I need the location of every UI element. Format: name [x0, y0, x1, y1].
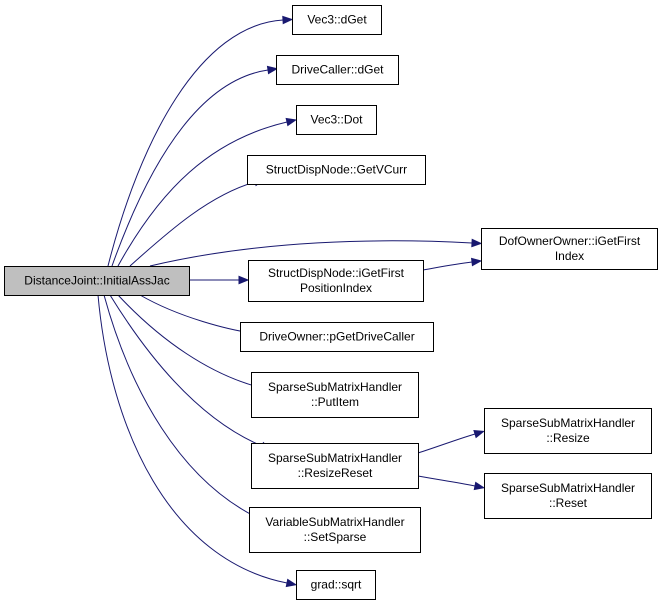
node-label: Vec3::dGet — [307, 13, 367, 27]
node-sparsesubmatrixhandler-resize[interactable]: SparseSubMatrixHandler::Resize — [484, 408, 652, 454]
node-label: ::SetSparse — [304, 530, 367, 544]
arrowhead-icon — [470, 257, 483, 267]
node-box — [247, 155, 426, 185]
node-root[interactable]: DistanceJoint::InitialAssJac — [4, 266, 190, 296]
edge-line — [117, 294, 263, 389]
node-box — [296, 105, 377, 135]
node-vec3-dget[interactable]: Vec3::dGet — [292, 5, 382, 35]
edge-root-to-vec3_dot — [117, 117, 298, 267]
edge-line — [422, 261, 473, 271]
edge-sparsesubmatrixhandler_resizereset-to-sparsesubmatrixhandler_reset — [417, 475, 486, 491]
node-driveowner-pgetdrivecaller[interactable]: DriveOwner::pGetDriveCaller — [240, 322, 434, 352]
node-box — [249, 507, 421, 553]
node-label: StructDispNode::iGetFirst — [268, 266, 405, 280]
call-nodes: DistanceJoint::InitialAssJac Vec3::dGetDr… — [4, 5, 658, 600]
node-label: StructDispNode::GetVCurr — [266, 163, 407, 177]
arrowhead-icon — [238, 275, 250, 285]
node-grad-sqrt[interactable]: grad::sqrt — [296, 570, 376, 600]
edge-root-to-drivecaller_dget — [111, 65, 279, 267]
node-label: ::Reset — [549, 496, 588, 510]
node-variablesubmatrixhandler-setsparse[interactable]: VariableSubMatrixHandler::SetSparse — [249, 507, 421, 553]
arrowhead-icon — [285, 578, 298, 588]
arrowhead-icon — [282, 15, 294, 25]
node-box — [248, 260, 424, 302]
edge-sparsesubmatrixhandler_resizereset-to-sparsesubmatrixhandler_resize — [417, 429, 485, 454]
node-label: Vec3::Dot — [310, 113, 363, 127]
node-box — [251, 443, 419, 489]
edge-line — [107, 19, 284, 267]
node-box — [296, 570, 376, 600]
node-box — [292, 5, 382, 35]
node-vec3-dot[interactable]: Vec3::Dot — [296, 105, 377, 135]
arrowhead-icon — [285, 117, 298, 127]
node-sparsesubmatrixhandler-resizereset[interactable]: SparseSubMatrixHandler::ResizeReset — [251, 443, 419, 489]
edge-root-to-sparsesubmatrixhandler_resizereset — [109, 294, 272, 451]
node-label: grad::sqrt — [311, 578, 362, 592]
edge-line — [111, 69, 269, 267]
node-label: DofOwnerOwner::iGetFirst — [499, 234, 641, 248]
node-box — [240, 322, 434, 352]
node-box — [276, 55, 399, 85]
edge-line — [109, 294, 263, 447]
node-label: SparseSubMatrixHandler — [501, 481, 635, 495]
edge-line — [103, 294, 259, 519]
edge-line — [417, 475, 476, 487]
edge-root-to-grad_sqrt — [97, 294, 298, 588]
node-label: SparseSubMatrixHandler — [268, 451, 402, 465]
arrowhead-icon — [473, 429, 485, 439]
node-label: ::ResizeReset — [298, 466, 373, 480]
node-sparsesubmatrixhandler-putitem[interactable]: SparseSubMatrixHandler::PutItem — [251, 372, 419, 418]
node-box — [484, 408, 652, 454]
node-drivecaller-dget[interactable]: DriveCaller::dGet — [276, 55, 399, 85]
node-label: ::PutItem — [311, 395, 359, 409]
node-label: SparseSubMatrixHandler — [501, 416, 635, 430]
node-label: DriveCaller::dGet — [291, 63, 384, 77]
node-box — [4, 266, 190, 296]
node-label: DistanceJoint::InitialAssJac — [24, 274, 169, 288]
edge-structdispnode_igetfirstpositionindex-to-dofownerowner_igetfirstindex — [422, 257, 483, 271]
arrowhead-icon — [266, 65, 279, 75]
node-label: ::Resize — [546, 431, 590, 445]
edge-line — [139, 294, 253, 334]
node-label: Index — [555, 249, 584, 263]
node-label: DriveOwner::pGetDriveCaller — [259, 330, 414, 344]
node-box — [481, 228, 658, 270]
node-box — [484, 473, 652, 519]
edge-root-to-dofownerowner_igetfirstindex — [149, 238, 483, 267]
edge-line — [129, 181, 256, 267]
arrowhead-icon — [471, 238, 483, 248]
node-label: SparseSubMatrixHandler — [268, 380, 402, 394]
node-label: VariableSubMatrixHandler — [265, 515, 404, 529]
node-structdispnode-getvcurr[interactable]: StructDispNode::GetVCurr — [247, 155, 426, 185]
node-sparsesubmatrixhandler-reset[interactable]: SparseSubMatrixHandler::Reset — [484, 473, 652, 519]
edge-line — [149, 240, 473, 267]
arrowhead-icon — [473, 481, 486, 491]
edge-line — [117, 121, 288, 267]
edge-root-to-structdispnode_getvcurr — [129, 177, 265, 267]
node-box — [251, 372, 419, 418]
node-label: PositionIndex — [300, 281, 372, 295]
edge-line — [417, 433, 476, 454]
edge-root-to-structdispnode_igetfirstpositionindex — [189, 275, 250, 285]
edge-line — [97, 294, 288, 584]
edge-root-to-vec3_dget — [107, 15, 294, 267]
